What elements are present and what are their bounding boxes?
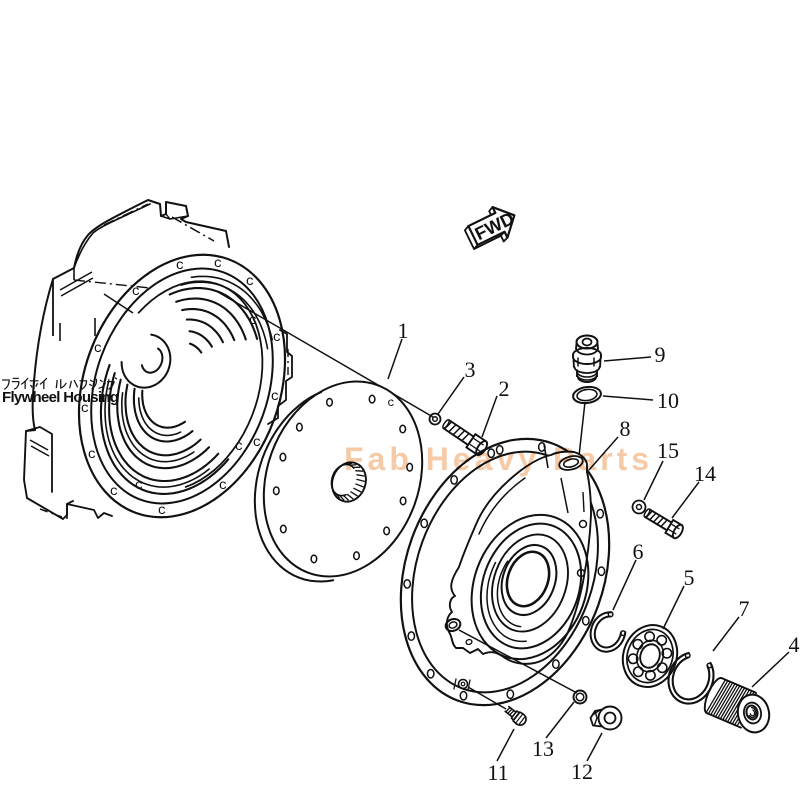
svg-text:c: c	[81, 401, 89, 417]
svg-text:15: 15	[657, 438, 679, 463]
svg-text:c: c	[214, 256, 222, 272]
svg-text:c: c	[94, 341, 102, 357]
svg-text:8: 8	[620, 416, 631, 441]
svg-text:c: c	[88, 447, 96, 463]
svg-text:5: 5	[684, 565, 695, 590]
svg-text:c: c	[158, 503, 166, 519]
svg-text:9: 9	[655, 342, 666, 367]
svg-text:10: 10	[657, 388, 679, 413]
svg-text:c: c	[235, 439, 243, 455]
svg-text:11: 11	[487, 760, 508, 785]
svg-text:3: 3	[465, 357, 476, 382]
svg-text:c: c	[135, 478, 143, 494]
svg-text:c: c	[271, 389, 279, 405]
svg-text:c: c	[176, 258, 184, 274]
svg-text:6: 6	[633, 539, 644, 564]
svg-text:Fab Heavy Parts: Fab Heavy Parts	[344, 441, 653, 477]
svg-text:c: c	[246, 274, 254, 290]
svg-text:c: c	[253, 435, 261, 451]
svg-text:c: c	[110, 484, 118, 500]
svg-text:13: 13	[532, 736, 554, 761]
svg-text:c: c	[219, 478, 227, 494]
svg-text:Flywheel Housing: Flywheel Housing	[2, 389, 119, 406]
svg-text:12: 12	[571, 759, 593, 784]
svg-text:c: c	[132, 284, 140, 300]
svg-text:c: c	[387, 396, 394, 410]
svg-text:c: c	[273, 330, 281, 346]
svg-text:1: 1	[398, 318, 409, 343]
svg-text:c: c	[249, 313, 257, 329]
svg-text:7: 7	[739, 596, 750, 621]
svg-text:14: 14	[694, 461, 716, 486]
svg-text:4: 4	[789, 632, 800, 657]
svg-text:2: 2	[499, 376, 510, 401]
